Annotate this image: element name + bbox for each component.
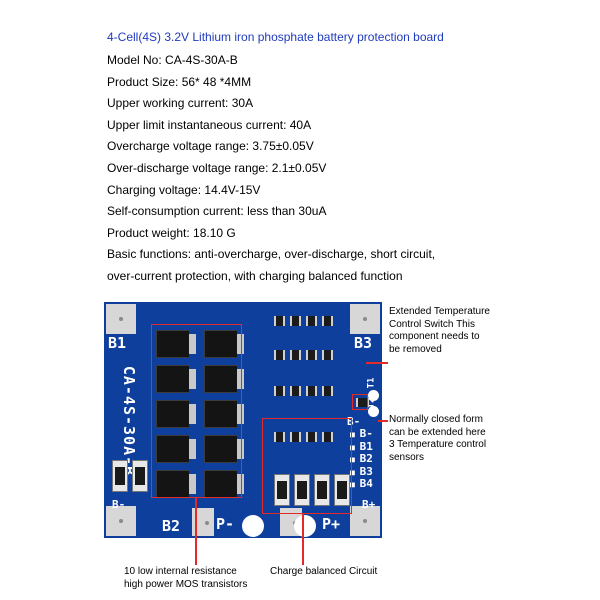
corner-pad: [350, 506, 380, 536]
mos-transistor: [204, 330, 244, 358]
spec-size: Product Size: 56* 48 *4MM: [107, 74, 252, 89]
note-line: Normally closed form: [389, 414, 483, 425]
pin-b-minus: B-: [350, 428, 373, 441]
mos-transistor: [156, 435, 196, 463]
smd-component: [290, 316, 301, 326]
pin-b4: B4: [350, 478, 373, 491]
smd-component: [306, 350, 317, 360]
normally-closed-note: Normally closed form can be extended her…: [389, 414, 486, 464]
pin-b1: B1: [350, 440, 373, 454]
spec-self-consumption: Self-consumption current: less than 30uA: [107, 204, 327, 219]
balance-highlight-box: [262, 418, 352, 514]
note-line: 10 low internal resistance: [124, 566, 237, 577]
mos-transistor: [156, 330, 196, 358]
nc-pointer-line: [378, 420, 388, 422]
page-title: 4-Cell(4S) 3.2V Lithium iron phosphate b…: [107, 30, 444, 44]
smd-component: [306, 432, 317, 442]
spec-list: Model No: CA-4S-30A-B Product Size: 56* …: [107, 50, 435, 288]
spec-weight: Product weight: 18.10 G: [107, 225, 236, 240]
balance-pointer-line: [302, 513, 304, 565]
smd-component: [290, 432, 301, 442]
note-line: component needs to: [389, 331, 480, 342]
label-p-plus: P+: [322, 515, 341, 533]
mos-transistor: [204, 400, 244, 428]
temp-switch-highlight: [352, 394, 368, 410]
corner-pad: [350, 304, 380, 334]
pin-b3: B3: [350, 465, 373, 479]
balance-resistor: [294, 474, 310, 506]
smd-component: [274, 316, 285, 326]
note-line: high power MOS transistors: [124, 578, 248, 590]
note-line: sensors: [389, 451, 425, 463]
mos-note: 10 low internal resistance high power MO…: [124, 566, 247, 591]
mos-transistor: [204, 435, 244, 463]
spec-instant-current: Upper limit instantaneous current: 40A: [107, 117, 312, 132]
label-b-minus-left: B-: [112, 498, 126, 511]
smd-component: [274, 432, 285, 442]
mount-hole: [294, 515, 316, 537]
note-line: can be extended here: [389, 426, 486, 438]
label-t1: T1: [366, 377, 377, 389]
temperature-switch: [356, 398, 369, 407]
mos-transistor: [156, 400, 196, 428]
note-line: Extended Temperature: [389, 306, 490, 317]
balance-resistor: [314, 474, 330, 506]
pin-list: B- B1 B2 B3 B4: [350, 428, 373, 491]
temp-switch-note: Extended Temperature Control Switch This…: [389, 306, 490, 356]
balance-note: Charge balanced Circuit: [270, 566, 378, 577]
smd-component: [322, 386, 333, 396]
label-b3: B3: [354, 334, 373, 352]
smd-component: [290, 350, 301, 360]
spec-overdischarge: Over-discharge voltage range: 2.1±0.05V: [107, 160, 327, 175]
pcb-board: B1 B3 B2 P- P+ B- B- B+ T1 T2 CA-4S-30A-…: [104, 302, 382, 538]
smd-component: [306, 316, 317, 326]
label-p-minus: P-: [216, 515, 235, 533]
shunt-resistor: [132, 460, 148, 492]
mos-transistor: [204, 470, 244, 498]
smd-component: [274, 386, 285, 396]
smd-component: [290, 386, 301, 396]
smd-component: [322, 316, 333, 326]
spec-charging-voltage: Charging voltage: 14.4V-15V: [107, 182, 261, 197]
label-b1: B1: [108, 334, 127, 352]
label-b-plus: B+: [362, 498, 376, 511]
temp-pad: [368, 390, 379, 401]
mos-highlight-box: [151, 324, 242, 498]
smd-component: [322, 350, 333, 360]
label-b2: B2: [162, 517, 181, 535]
balance-resistor: [274, 474, 290, 506]
mos-transistor: [204, 365, 244, 393]
spec-functions-cont: over-current protection, with charging b…: [107, 268, 403, 283]
mos-transistor: [156, 365, 196, 393]
spec-overcharge: Overcharge voltage range: 3.75±0.05V: [107, 139, 314, 154]
mount-hole: [242, 515, 264, 537]
temp-pad: [368, 406, 379, 417]
connector-pad: [192, 508, 214, 536]
note-line: Control Switch This: [389, 318, 475, 330]
mos-pointer-line: [195, 497, 197, 565]
pin-b2: B2: [350, 453, 373, 466]
smd-component: [322, 432, 333, 442]
note-line: 3 Temperature control: [389, 439, 487, 450]
corner-pad: [106, 304, 136, 334]
spec-working-current: Upper working current: 30A: [107, 96, 254, 111]
temp-pointer-line: [366, 362, 388, 364]
spec-functions: Basic functions: anti-overcharge, over-d…: [107, 247, 436, 262]
smd-component: [306, 386, 317, 396]
smd-component: [274, 350, 285, 360]
spec-model: Model No: CA-4S-30A-B: [107, 53, 238, 67]
note-line: be removed: [389, 343, 442, 355]
shunt-resistor: [112, 460, 128, 492]
corner-pad: [106, 506, 136, 536]
